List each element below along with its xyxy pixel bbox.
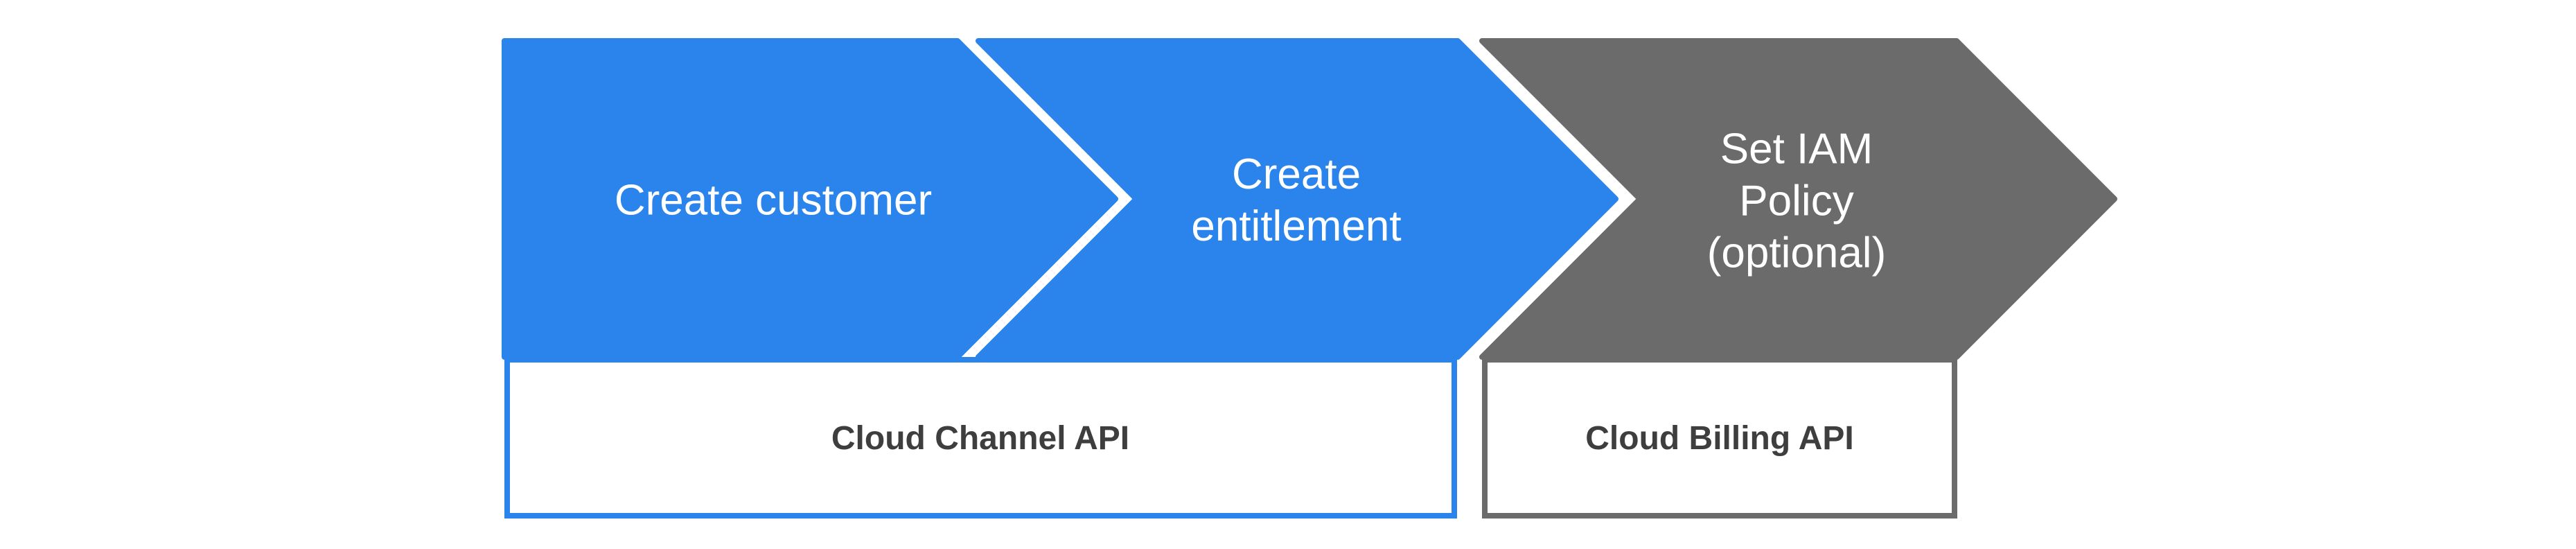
chevron-create-customer [502, 38, 1118, 360]
api-box-cloud-channel [504, 357, 1457, 518]
step-label-create-customer: Create customer [614, 176, 933, 225]
api-box-label-cloud-billing: Cloud Billing API [1585, 420, 1854, 457]
step-label-set-iam-policy: Set IAM Policy (optional) [1706, 125, 1887, 277]
chevron-create-entitlement [976, 38, 1618, 360]
api-box-cloud-billing [1482, 357, 1957, 518]
step-label-create-entitlement: Create entitlement [1191, 150, 1402, 250]
api-box-label-cloud-channel: Cloud Channel API [831, 420, 1130, 457]
